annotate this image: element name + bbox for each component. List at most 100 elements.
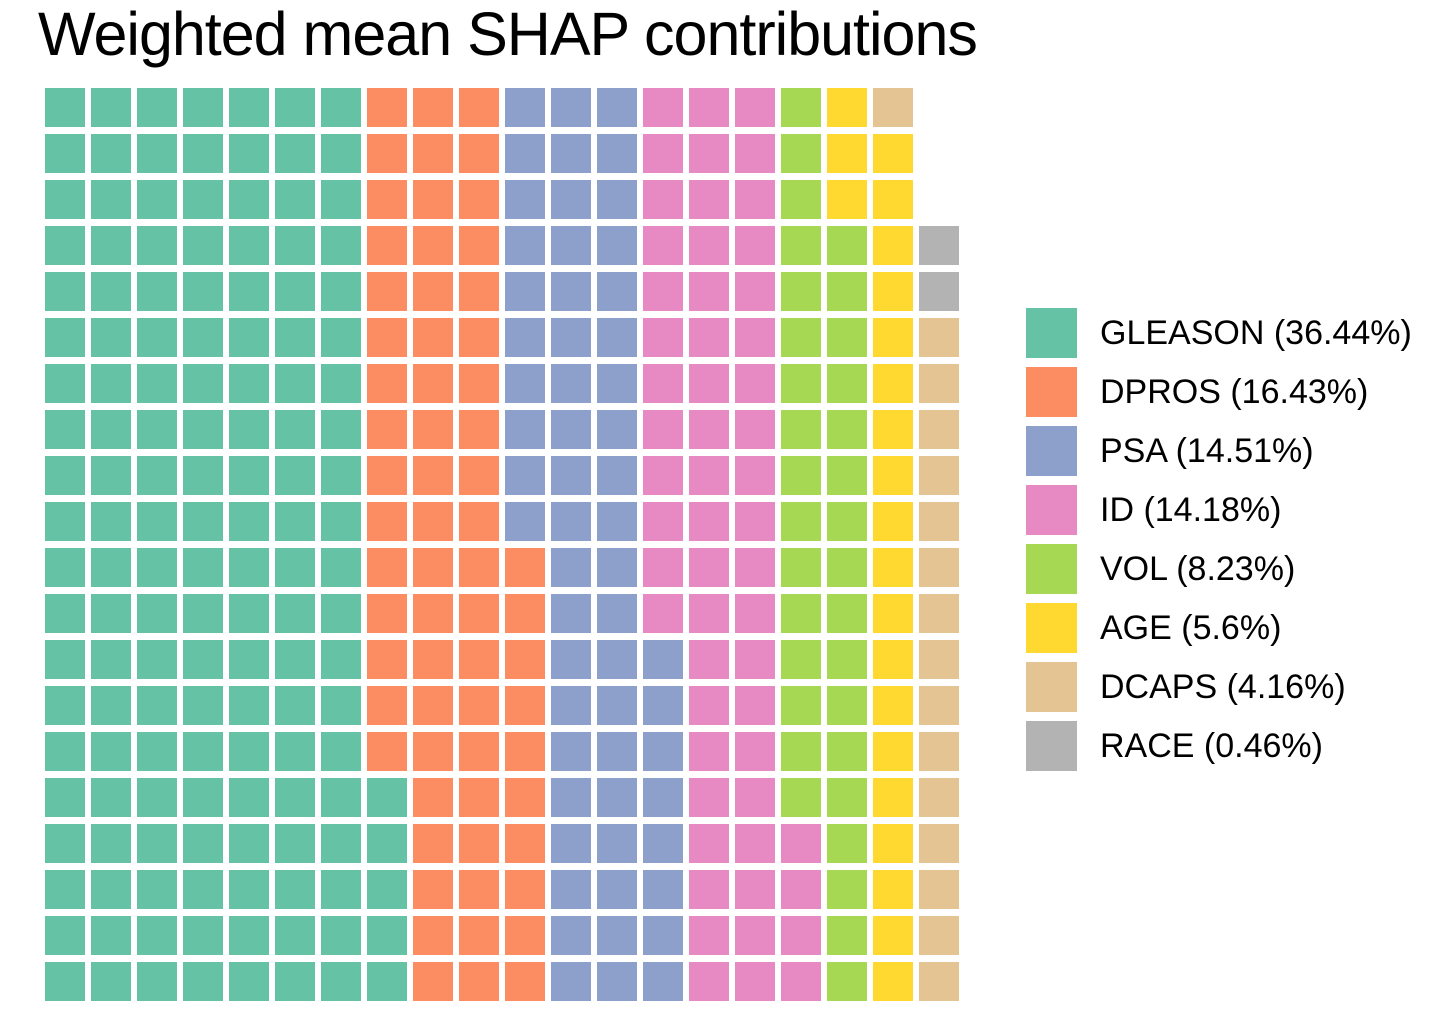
waffle-cell-dpros — [459, 594, 499, 633]
waffle-cell-vol — [781, 594, 821, 633]
waffle-cell-gleason — [229, 824, 269, 863]
waffle-cell-gleason — [137, 272, 177, 311]
waffle-cell-id — [643, 318, 683, 357]
waffle-cell-id — [689, 134, 729, 173]
waffle-cell-vol — [781, 318, 821, 357]
waffle-cell-dpros — [505, 548, 545, 587]
waffle-cell-dpros — [413, 640, 453, 679]
waffle-cell-id — [689, 318, 729, 357]
waffle-cell-dpros — [459, 686, 499, 725]
waffle-cell-dpros — [413, 364, 453, 403]
waffle-cell-age — [873, 180, 913, 219]
waffle-cell-gleason — [183, 410, 223, 449]
waffle-cell-age — [873, 732, 913, 771]
waffle-cell-vol — [827, 456, 867, 495]
waffle-cell-gleason — [137, 226, 177, 265]
waffle-cell-gleason — [91, 824, 131, 863]
waffle-cell-vol — [781, 502, 821, 541]
waffle-cell-psa — [551, 962, 591, 1001]
waffle-cell-dpros — [505, 870, 545, 909]
waffle-cell-dpros — [413, 180, 453, 219]
waffle-cell-psa — [597, 226, 637, 265]
waffle-cell-dpros — [413, 824, 453, 863]
waffle-cell-psa — [597, 778, 637, 817]
waffle-cell-dpros — [459, 778, 499, 817]
waffle-cell-gleason — [45, 778, 85, 817]
waffle-cell-psa — [551, 134, 591, 173]
waffle-cell-dpros — [505, 594, 545, 633]
waffle-cell-dpros — [367, 88, 407, 127]
waffle-cell-dpros — [367, 180, 407, 219]
waffle-cell-empty — [919, 88, 959, 127]
waffle-cell-dpros — [505, 962, 545, 1001]
waffle-cell-age — [873, 410, 913, 449]
waffle-cell-gleason — [367, 824, 407, 863]
waffle-cell-vol — [781, 640, 821, 679]
waffle-cell-psa — [597, 410, 637, 449]
waffle-cell-psa — [551, 732, 591, 771]
waffle-cell-id — [735, 732, 775, 771]
waffle-cell-psa — [643, 824, 683, 863]
waffle-cell-gleason — [183, 226, 223, 265]
waffle-cell-psa — [643, 640, 683, 679]
waffle-cell-gleason — [229, 180, 269, 219]
waffle-cell-gleason — [137, 870, 177, 909]
waffle-cell-id — [735, 410, 775, 449]
waffle-cell-dpros — [413, 226, 453, 265]
waffle-cell-psa — [597, 594, 637, 633]
waffle-cell-dpros — [413, 318, 453, 357]
waffle-cell-id — [643, 272, 683, 311]
waffle-cell-id — [689, 272, 729, 311]
waffle-cell-gleason — [137, 364, 177, 403]
waffle-cell-dpros — [413, 502, 453, 541]
waffle-cell-age — [873, 502, 913, 541]
waffle-cell-gleason — [45, 548, 85, 587]
waffle-cell-id — [689, 916, 729, 955]
waffle-cell-vol — [781, 686, 821, 725]
waffle-cell-dpros — [367, 548, 407, 587]
waffle-cell-vol — [827, 594, 867, 633]
waffle-cell-psa — [597, 640, 637, 679]
waffle-cell-gleason — [229, 364, 269, 403]
waffle-cell-id — [643, 410, 683, 449]
waffle-cell-gleason — [229, 456, 269, 495]
waffle-cell-gleason — [275, 686, 315, 725]
waffle-cell-gleason — [321, 916, 361, 955]
waffle-cell-dpros — [367, 272, 407, 311]
waffle-cell-vol — [827, 778, 867, 817]
waffle-cell-psa — [505, 272, 545, 311]
waffle-cell-vol — [827, 870, 867, 909]
waffle-cell-dpros — [413, 962, 453, 1001]
waffle-cell-dpros — [367, 502, 407, 541]
waffle-grid — [45, 88, 959, 1001]
waffle-cell-dpros — [459, 272, 499, 311]
waffle-cell-gleason — [137, 410, 177, 449]
waffle-cell-gleason — [91, 502, 131, 541]
waffle-cell-gleason — [91, 88, 131, 127]
waffle-cell-gleason — [91, 226, 131, 265]
waffle-cell-dcaps — [919, 640, 959, 679]
waffle-cell-id — [689, 226, 729, 265]
legend-item-id: ID (14.18%) — [1026, 485, 1412, 535]
waffle-cell-psa — [505, 88, 545, 127]
waffle-cell-dpros — [367, 732, 407, 771]
waffle-cell-id — [643, 364, 683, 403]
legend-item-age: AGE (5.6%) — [1026, 603, 1412, 653]
waffle-cell-gleason — [183, 456, 223, 495]
waffle-cell-psa — [551, 594, 591, 633]
waffle-cell-gleason — [91, 180, 131, 219]
waffle-cell-id — [735, 318, 775, 357]
waffle-cell-id — [735, 686, 775, 725]
waffle-cell-gleason — [229, 318, 269, 357]
waffle-cell-dcaps — [919, 962, 959, 1001]
waffle-cell-gleason — [183, 686, 223, 725]
waffle-cell-vol — [827, 364, 867, 403]
waffle-cell-vol — [827, 732, 867, 771]
waffle-cell-psa — [643, 962, 683, 1001]
waffle-cell-psa — [597, 548, 637, 587]
waffle-cell-id — [689, 88, 729, 127]
waffle-cell-gleason — [229, 732, 269, 771]
waffle-cell-psa — [505, 364, 545, 403]
waffle-cell-gleason — [45, 502, 85, 541]
waffle-cell-psa — [597, 272, 637, 311]
